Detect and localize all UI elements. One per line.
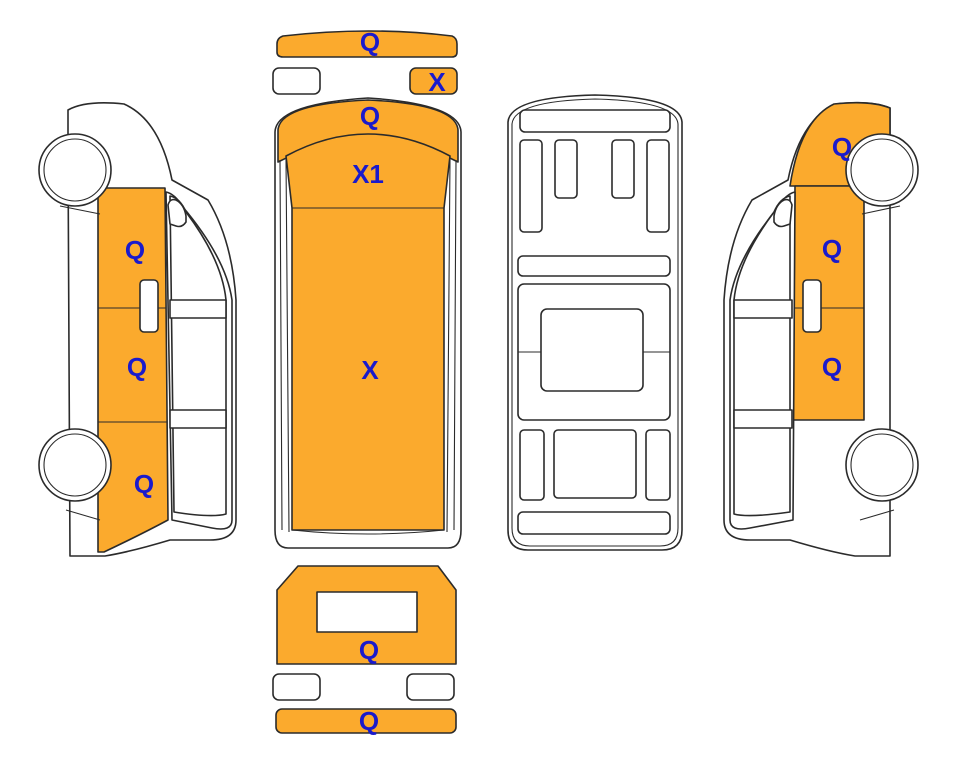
left-rear-label: Q [134, 469, 154, 499]
roof-panel [285, 133, 451, 531]
front-bumper-label: Q [360, 27, 380, 57]
right-lower-label: Q [822, 352, 842, 382]
front-bumper-panel [276, 30, 458, 58]
right-rear-wheel [845, 428, 919, 502]
rear-bumper-panel [275, 708, 457, 734]
windscreen-label: X1 [352, 159, 384, 189]
right-front-wheel [845, 133, 919, 207]
left-side-view [38, 102, 237, 557]
roof-label: X [361, 355, 379, 385]
left-mirror-top [272, 67, 321, 95]
rear-door-label: Q [359, 635, 379, 665]
rear-window [316, 591, 418, 633]
right-mirror-top [409, 67, 458, 95]
rear-bumper-label: Q [359, 706, 379, 736]
bonnet-label: Q [360, 101, 380, 131]
underside-view [507, 94, 683, 551]
left-front-label: Q [125, 235, 145, 265]
right-side-view [723, 101, 919, 557]
right-front-label: Q [832, 132, 852, 162]
left-middle-label: Q [127, 352, 147, 382]
left-front-wheel [38, 133, 112, 207]
right-light-rear [406, 673, 455, 701]
left-light-rear [272, 673, 321, 701]
left-rear-wheel [38, 428, 112, 502]
right-mirror-label: X [428, 67, 446, 97]
right-upper-label: Q [822, 234, 842, 264]
